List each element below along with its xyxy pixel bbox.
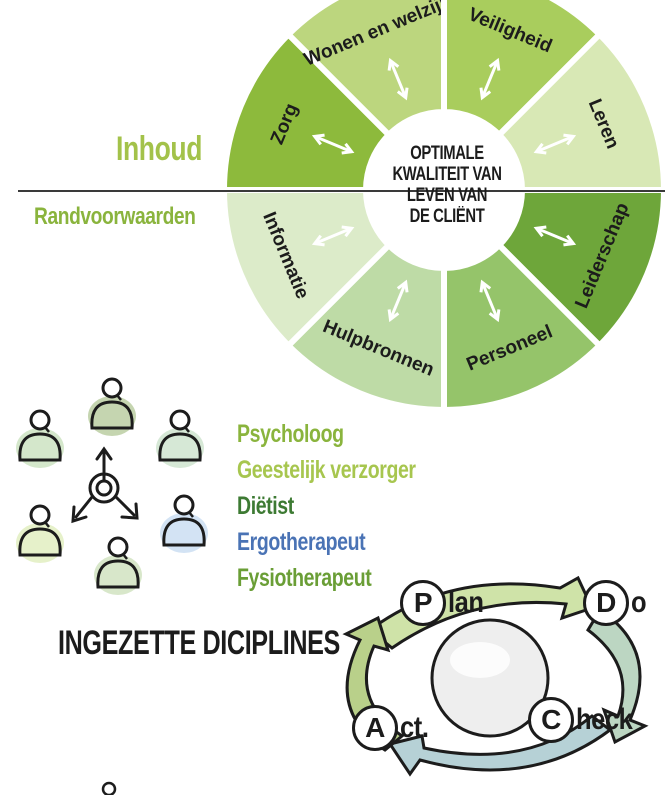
randvoorwaarden-label: Randvoorwaarden <box>34 203 196 230</box>
person-icon-bottom <box>92 536 144 597</box>
pdca-check-letter: C <box>528 697 574 743</box>
person-icon-left-top <box>14 409 66 470</box>
double-arrow-icon <box>479 57 501 101</box>
center-line-3: LEVEN VAN <box>406 185 488 206</box>
double-arrow-icon <box>387 57 409 101</box>
discipline-item: Psycholoog <box>237 420 344 448</box>
pdca-plan-letter: P <box>400 580 446 626</box>
disciplines-list: Psycholoog Geestelijk verzorger Diëtist … <box>237 416 466 596</box>
center-line-2: KWALITEIT VAN <box>392 164 502 185</box>
pdca-act-letter: A <box>352 705 398 751</box>
discipline-item: Ergotherapeut <box>237 528 366 556</box>
center-line-4: DE CLIËNT <box>409 206 485 227</box>
person-icon-left-bottom <box>14 504 66 565</box>
wheel-segment <box>284 0 447 140</box>
double-arrow-icon <box>311 225 355 247</box>
discipline-item: Diëtist <box>237 492 294 520</box>
double-arrow-icon <box>533 225 577 247</box>
divider-line <box>18 190 665 192</box>
double-arrow-icon <box>479 279 501 323</box>
center-line-1: OPTIMALE <box>410 143 484 164</box>
pdca-do-letter: D <box>583 580 629 626</box>
wheel-center-text: OPTIMALE KWALITEIT VAN LEVEN VAN DE CLIË… <box>372 143 522 227</box>
person-icon-right-bottom <box>158 494 210 555</box>
double-arrow-icon <box>387 279 409 323</box>
disciplines-title: INGEZETTE DICIPLINES <box>58 624 340 662</box>
inhoud-label: Inhoud <box>116 130 203 168</box>
double-arrow-icon <box>311 133 355 155</box>
double-arrow-icon <box>533 133 577 155</box>
wheel-segment <box>441 0 604 140</box>
person-icon-right-top <box>154 409 206 470</box>
discipline-item: Fysiotherapeut <box>237 564 372 592</box>
partial-person-icon <box>101 781 117 795</box>
discipline-item: Geestelijk verzorger <box>237 456 416 484</box>
person-icon-top <box>86 377 138 438</box>
people-network-illustration <box>14 377 210 597</box>
